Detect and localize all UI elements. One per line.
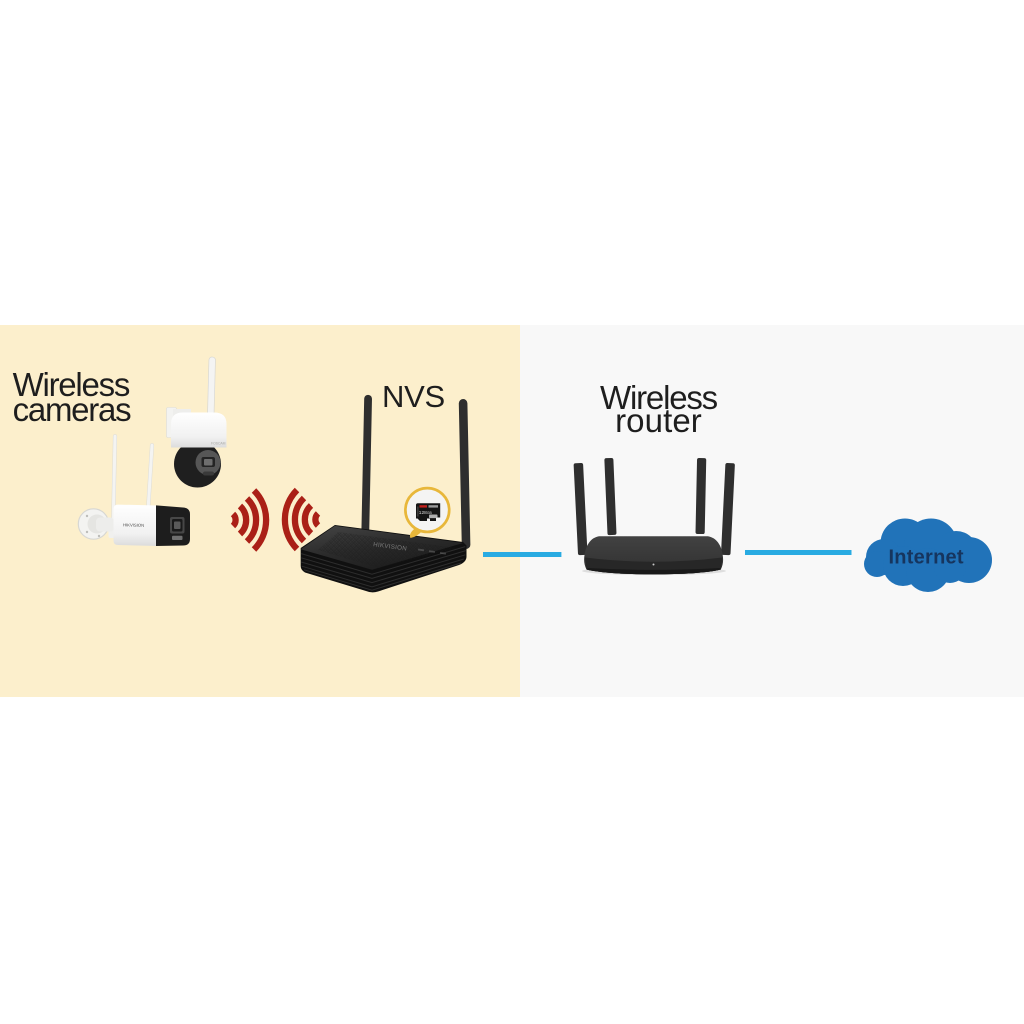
svg-text:128GB: 128GB	[419, 510, 433, 516]
svg-text:HIKVISION: HIKVISION	[373, 541, 408, 552]
svg-text:HIKVISION: HIKVISION	[123, 522, 144, 527]
svg-text:FOSCAM: FOSCAM	[211, 442, 226, 446]
svg-text:Internet: Internet	[889, 547, 964, 569]
